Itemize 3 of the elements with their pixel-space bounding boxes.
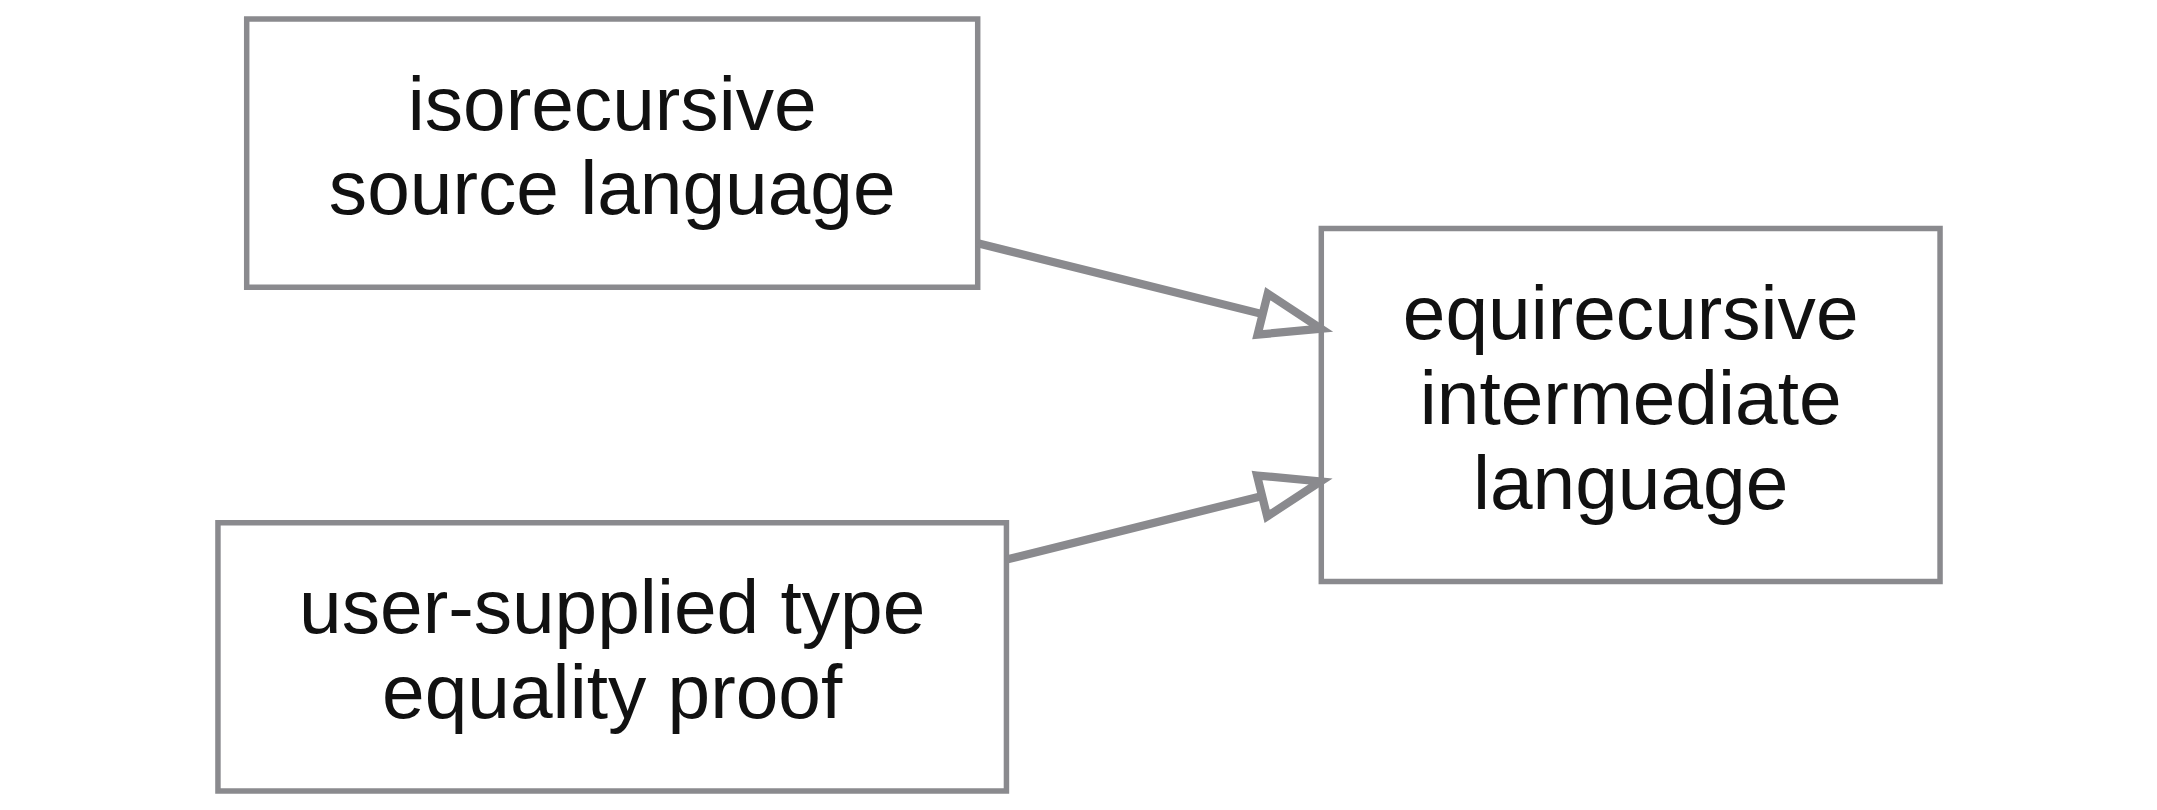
node-box: equirecursive intermediate language — [1318, 225, 1943, 585]
node-box: user-supplied type equality proof — [214, 520, 1009, 794]
node-box: isorecursive source language — [243, 16, 980, 290]
